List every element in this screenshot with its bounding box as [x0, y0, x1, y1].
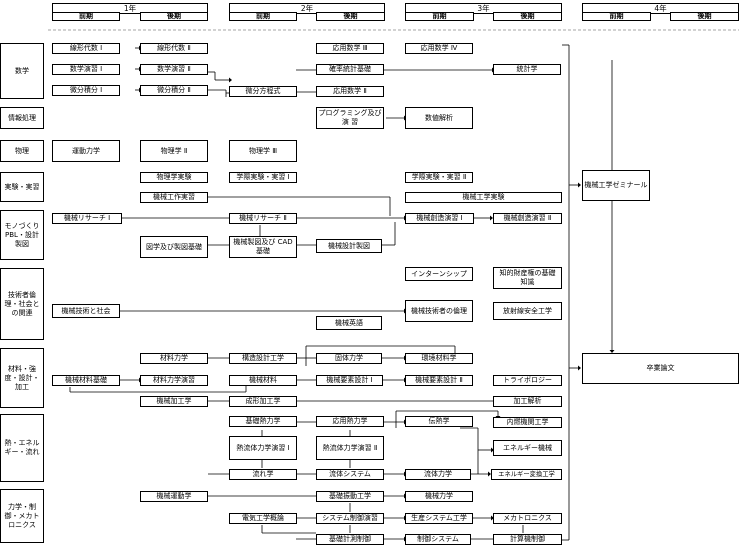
course-scilab1: 学際実験・実習 Ⅰ — [229, 172, 297, 183]
course-mechlab: 機械工学実験 — [405, 192, 562, 203]
course-tfex1: 熱流体力学演習 Ⅰ — [229, 436, 297, 460]
course-matbase: 機械材料基礎 — [52, 375, 120, 386]
course-intern: インターンシップ — [405, 267, 473, 281]
course-energyconv: エネルギー変換工学 — [491, 469, 562, 480]
course-phys3: 物理学 Ⅲ — [229, 140, 297, 162]
course-mechdyn: 機械運動学 — [140, 491, 208, 502]
course-appmath4: 応用数学 Ⅳ — [405, 43, 473, 54]
course-linalg2: 線形代数 Ⅱ — [140, 43, 208, 54]
course-electric: 電気工学概論 — [229, 513, 297, 524]
category-ethics: 技術者倫理・社会との関連 — [0, 268, 44, 340]
course-flow: 流れ学 — [229, 469, 297, 480]
course-create1: 機械創造演習 Ⅰ — [405, 213, 474, 224]
course-energymach: エネルギー機械 — [493, 440, 562, 456]
semester-early-y2: 前期 — [229, 12, 297, 21]
course-ip: 知的財産権の基礎 知識 — [493, 267, 562, 289]
course-numanal: 数値解析 — [405, 107, 473, 129]
course-machining: 機械加工学 — [140, 396, 208, 407]
semester-late-y4: 後期 — [670, 12, 739, 21]
course-prob: 確率統計基礎 — [316, 64, 384, 75]
course-envmat: 環境材料学 — [405, 353, 473, 364]
category-lab: 実験・実習 — [0, 172, 44, 202]
category-thermo: 熱・エネルギー・流れ — [0, 414, 44, 482]
course-calc1: 微分積分 Ⅰ — [52, 85, 120, 96]
course-techsoc: 機械技術と社会 — [52, 304, 120, 318]
course-thesis: 卒業論文 — [582, 353, 739, 384]
course-cad: 機械製図及び CAD 基礎 — [229, 236, 297, 258]
category-math: 数学 — [0, 43, 44, 99]
course-stats: 統計学 — [493, 64, 561, 75]
course-mathex2: 数学演習 Ⅱ — [140, 64, 208, 75]
course-fluidsys: 流体システム — [316, 469, 384, 480]
course-diffeq: 微分方程式 — [229, 86, 297, 97]
course-ctrlex: システム制御演習 — [316, 513, 384, 524]
course-matex: 材料力学演習 — [140, 375, 208, 386]
course-compctrl: 計算機制御 — [493, 534, 562, 545]
category-dynamics: 力学・制御・メカトロニクス — [0, 489, 44, 543]
course-forming: 成形加工学 — [229, 396, 297, 407]
course-elem1: 機械要素設計 Ⅰ — [316, 375, 383, 386]
semester-early-y3: 前期 — [405, 12, 474, 21]
course-physlab: 物理学実験 — [140, 172, 208, 183]
course-radsafety: 放射線安全工学 — [493, 302, 562, 320]
semester-early-y4: 前期 — [582, 12, 651, 21]
category-materials: 材料・強度・設計・加工 — [0, 348, 44, 408]
course-create2: 機械創造演習 Ⅱ — [493, 213, 562, 224]
semester-late-y2: 後期 — [316, 12, 385, 21]
course-scilab2: 学際実験・実習 Ⅱ — [405, 172, 473, 183]
course-measctrl: 基礎計測制御 — [316, 534, 384, 545]
course-prodsys: 生産システム工学 — [405, 513, 473, 524]
course-engine: 内燃機関工学 — [493, 417, 562, 428]
course-matmech: 材料力学 — [140, 353, 208, 364]
category-physics: 物理 — [0, 140, 44, 162]
course-calc2: 微分積分 Ⅱ — [140, 85, 208, 96]
course-machdyn: 機械力学 — [405, 491, 473, 502]
course-seminar: 機械工学ゼミナール — [582, 170, 650, 201]
course-elem2: 機械要素設計 Ⅱ — [405, 375, 473, 386]
course-phys2: 物理学 Ⅱ — [140, 140, 208, 162]
year-header-1: 1年 — [52, 3, 208, 14]
course-vibration: 基礎振動工学 — [316, 491, 384, 502]
course-tfex2: 熱流体力学演習 Ⅱ — [316, 436, 384, 460]
course-research2: 機械リサーチ Ⅱ — [229, 213, 297, 224]
category-mono: モノづくり PBL・設計 製図 — [0, 210, 44, 260]
course-fluidmech: 流体力学 — [405, 469, 471, 480]
course-mathex1: 数学演習 Ⅰ — [52, 64, 120, 75]
course-heattrans: 伝熱学 — [405, 416, 473, 427]
course-ctrlsys: 制御システム — [405, 534, 471, 545]
course-kinetics: 運動力学 — [52, 140, 120, 162]
course-mechmat: 機械材料 — [229, 375, 297, 386]
semester-late-y3: 後期 — [493, 12, 562, 21]
category-info: 情報処理 — [0, 107, 44, 129]
course-design: 機械設計製図 — [316, 239, 382, 253]
course-workshop: 機械工作実習 — [140, 192, 208, 203]
course-english: 機械英語 — [316, 316, 382, 330]
course-basethermo: 基礎熱力学 — [229, 416, 297, 427]
course-struct: 構造設計工学 — [229, 353, 297, 364]
course-drawing: 図学及び製図基礎 — [140, 236, 208, 258]
course-research1: 機械リサーチ Ⅰ — [52, 213, 122, 224]
semester-late-y1: 後期 — [140, 12, 208, 21]
year-header-3: 3年 — [405, 3, 562, 14]
course-appthermo: 応用熱力学 — [316, 416, 384, 427]
course-procanal: 加工解析 — [493, 396, 562, 407]
course-linalg1: 線形代数 Ⅰ — [52, 43, 120, 54]
course-appmath2: 応用数学 Ⅱ — [316, 86, 384, 97]
semester-early-y1: 前期 — [52, 12, 120, 21]
course-tribo: トライボロジー — [493, 375, 562, 386]
course-solid: 固体力学 — [316, 353, 382, 364]
year-header-2: 2年 — [229, 3, 385, 14]
course-mechatro: メカトロニクス — [493, 513, 562, 524]
course-ethics: 機械技術者の倫理 — [405, 300, 473, 322]
course-appmath3: 応用数学 Ⅲ — [316, 43, 384, 54]
course-prog: プログラミング及び演 習 — [316, 107, 384, 129]
